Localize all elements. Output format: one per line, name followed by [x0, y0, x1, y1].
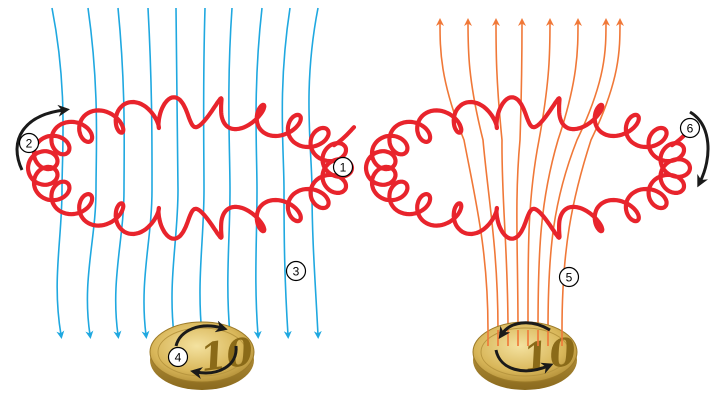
- svg-text:1: 1: [340, 161, 347, 175]
- field-line: [547, 18, 610, 331]
- field-line: [281, 7, 292, 339]
- left-coin-icon: 10: [149, 321, 256, 390]
- right-field-lines: [436, 18, 624, 331]
- field-line: [141, 7, 153, 339]
- left-field-lines: [51, 7, 322, 339]
- field-line: [308, 7, 322, 339]
- coil-current-arrow-left: [15, 104, 70, 171]
- field-line: [464, 18, 499, 331]
- callout-3: 3: [285, 260, 307, 282]
- eddy-current-arrow-left-top: [174, 320, 228, 347]
- field-line: [436, 18, 489, 331]
- callout-5: 5: [558, 266, 580, 288]
- eddy-current-arrow-right-bottom: [494, 349, 554, 374]
- coil-lead: [331, 125, 357, 148]
- svg-text:4: 4: [175, 351, 182, 365]
- callout-6: 6: [679, 117, 701, 139]
- left-coil: [25, 95, 357, 241]
- svg-text:3: 3: [293, 265, 300, 279]
- field-line: [225, 7, 234, 339]
- coil-current-arrow-right: [689, 110, 710, 188]
- field-line: [51, 7, 65, 339]
- right-field-lines-front: [487, 330, 563, 346]
- field-line: [169, 7, 179, 339]
- field-line: [492, 18, 509, 331]
- field-line: [197, 7, 206, 339]
- svg-text:5: 5: [566, 271, 573, 285]
- field-line: [537, 18, 582, 331]
- eddy-current-arrow-left-bottom: [190, 345, 238, 379]
- field-line: [113, 7, 126, 339]
- right-coin-icon: 10: [472, 321, 579, 390]
- field-line: [561, 18, 624, 331]
- field-line: [527, 18, 554, 331]
- eddy-current-arrow-right-top: [498, 321, 551, 339]
- field-line: [253, 7, 263, 339]
- right-coil: [363, 95, 695, 241]
- coil-winding: [363, 95, 693, 241]
- field-line: [516, 18, 526, 331]
- right-coin-denomination: 10: [520, 328, 579, 380]
- field-line: [85, 7, 98, 339]
- callout-1: 1: [332, 156, 354, 178]
- coil-winding: [25, 95, 355, 241]
- callout-4: 4: [167, 346, 189, 368]
- callout-2: 2: [18, 132, 40, 154]
- svg-text:2: 2: [26, 137, 33, 151]
- svg-text:6: 6: [687, 122, 694, 136]
